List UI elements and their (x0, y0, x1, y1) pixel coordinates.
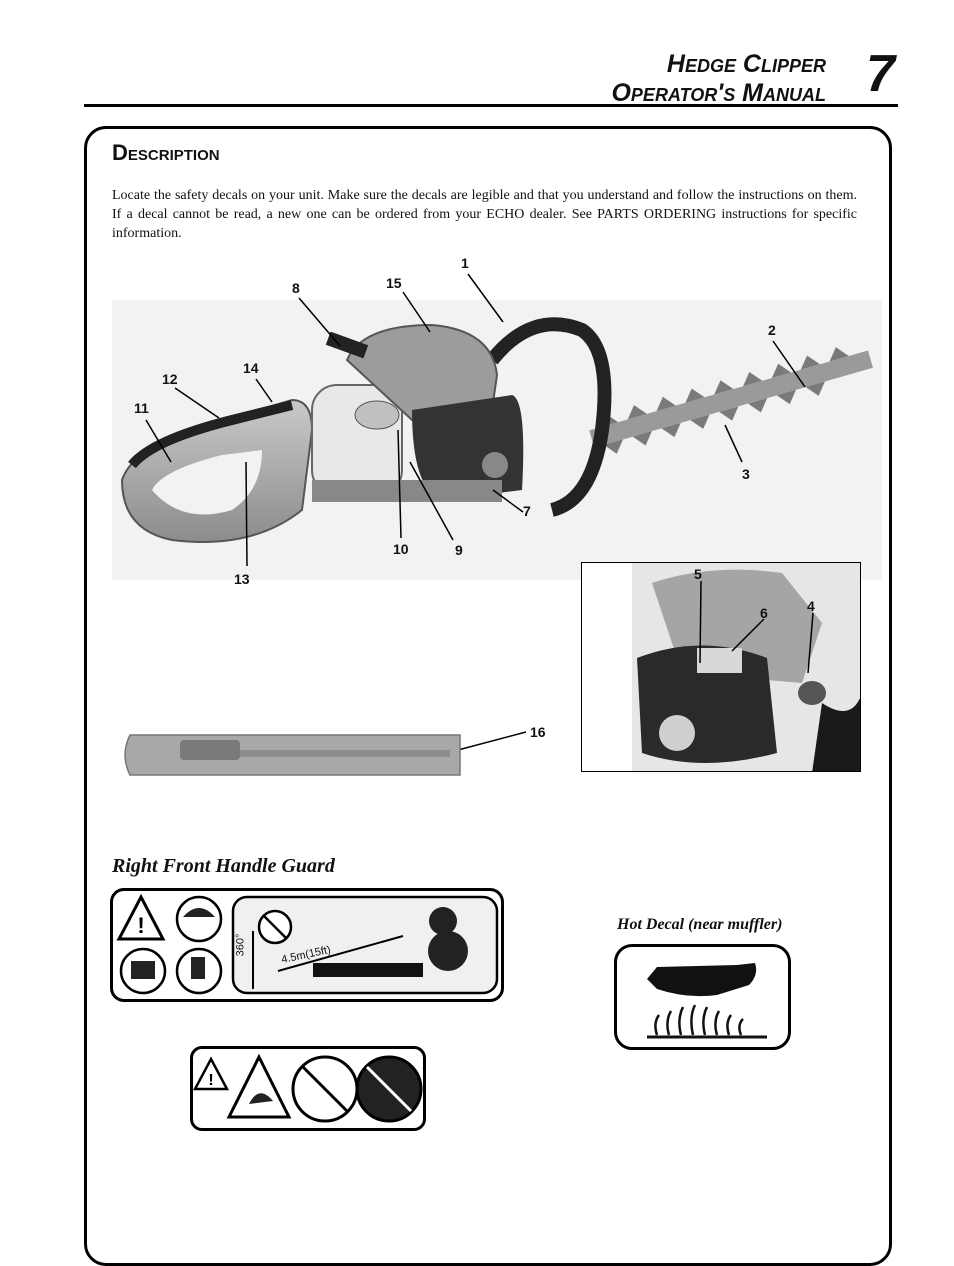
front-handle-guard-decal: ! 4.5m(15ft) 360° (110, 888, 504, 1002)
callout-8: 8 (292, 280, 300, 296)
callout-10: 10 (393, 541, 409, 557)
callout-16: 16 (530, 724, 546, 740)
callout-3: 3 (742, 466, 750, 482)
manual-title-line2: Operator's Manual (611, 79, 826, 107)
manual-title-line1: Hedge Clipper (666, 50, 826, 78)
leader-lines (145, 273, 806, 751)
callout-5: 5 (694, 566, 702, 582)
header-rule (84, 104, 898, 107)
callout-12: 12 (162, 371, 178, 387)
hot-surface-icon (647, 963, 767, 1039)
manual-title: Hedge Clipper Operator's Manual (611, 50, 826, 108)
hedge-clipper-illustration (112, 300, 882, 580)
hand-hazard-icon (226, 1053, 292, 1119)
callout-4: 4 (807, 598, 815, 614)
svg-text:!: ! (137, 913, 144, 938)
callout-9: 9 (455, 542, 463, 558)
angle-label: 360° (234, 933, 247, 957)
callout-1: 1 (461, 255, 469, 271)
callout-2: 2 (768, 322, 776, 338)
warning-icon (116, 893, 166, 941)
intro-paragraph: Locate the safety decals on your unit. M… (112, 188, 857, 241)
helmet-icon (175, 895, 223, 943)
callout-15: 15 (386, 275, 402, 291)
svg-text:!: ! (208, 1072, 213, 1089)
hot-decal (614, 944, 791, 1050)
detail-inset (581, 562, 861, 772)
inset-illustration (632, 563, 860, 771)
callout-11: 11 (134, 400, 149, 416)
blade-cover-illustration (124, 734, 461, 776)
caption-front-handle-guard: Right Front Handle Guard (112, 855, 335, 877)
warning-icon (193, 1056, 230, 1091)
pinch-hazard-decal: ! (190, 1046, 426, 1131)
safety-icons: ! (116, 893, 499, 995)
callout-13: 13 (234, 571, 250, 587)
page-number: 7 (866, 45, 895, 103)
callout-14: 14 (243, 360, 259, 376)
caption-hot-decal: Hot Decal (near muffler) (617, 916, 783, 933)
callout-7: 7 (523, 503, 531, 519)
section-title: Description (112, 140, 220, 165)
callout-6: 6 (760, 605, 768, 621)
hazard-icons: ! (193, 1053, 423, 1123)
